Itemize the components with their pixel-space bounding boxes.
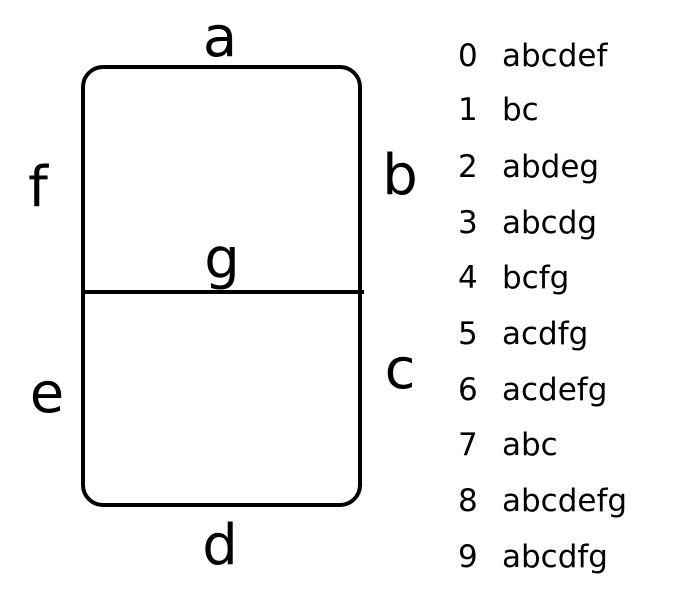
legend-digit: 9 <box>458 539 478 575</box>
legend-segments: abcdg <box>502 205 598 241</box>
legend-digit: 2 <box>458 149 478 185</box>
legend-digit: 7 <box>458 427 478 463</box>
legend-row-4: 4 bcfg <box>458 258 569 298</box>
legend-row-0: 0 abcdef <box>458 36 607 76</box>
legend-segments: acdefg <box>502 372 608 408</box>
legend-row-8: 8 abcdefg <box>458 481 627 521</box>
legend-row-2: 2 abdeg <box>458 147 599 187</box>
legend-row-9: 9 abcdfg <box>458 537 608 577</box>
legend-digit: 8 <box>458 483 478 519</box>
segment-label-g: g <box>204 227 240 292</box>
legend-digit: 0 <box>458 38 478 74</box>
legend-segments: acdfg <box>502 316 589 352</box>
legend-row-7: 7 abc <box>458 425 558 465</box>
legend-segments: abcdefg <box>502 483 628 519</box>
legend-digit: 1 <box>458 92 478 128</box>
legend-segments: abcdef <box>502 38 608 74</box>
segment-label-b: b <box>382 143 418 208</box>
segment-label-f: f <box>28 155 49 220</box>
segment-label-c: c <box>385 337 416 402</box>
legend-segments: bcfg <box>502 260 570 296</box>
legend-segments: abcdfg <box>502 539 608 575</box>
legend-segments: bc <box>502 92 539 128</box>
segment-label-e: e <box>30 361 64 426</box>
legend-digit: 3 <box>458 205 478 241</box>
legend-row-6: 6 acdefg <box>458 370 607 410</box>
legend-digit: 4 <box>458 260 478 296</box>
segment-outline <box>81 65 362 507</box>
legend-row-1: 1 bc <box>458 90 539 130</box>
legend-segments: abc <box>502 427 558 463</box>
legend-digit: 6 <box>458 372 478 408</box>
legend-row-3: 3 abcdg <box>458 203 597 243</box>
legend-row-5: 5 acdfg <box>458 314 588 354</box>
legend-digit: 5 <box>458 316 478 352</box>
segment-label-d: d <box>202 513 238 578</box>
segment-label-a: a <box>203 5 237 70</box>
legend-segments: abdeg <box>502 149 600 185</box>
